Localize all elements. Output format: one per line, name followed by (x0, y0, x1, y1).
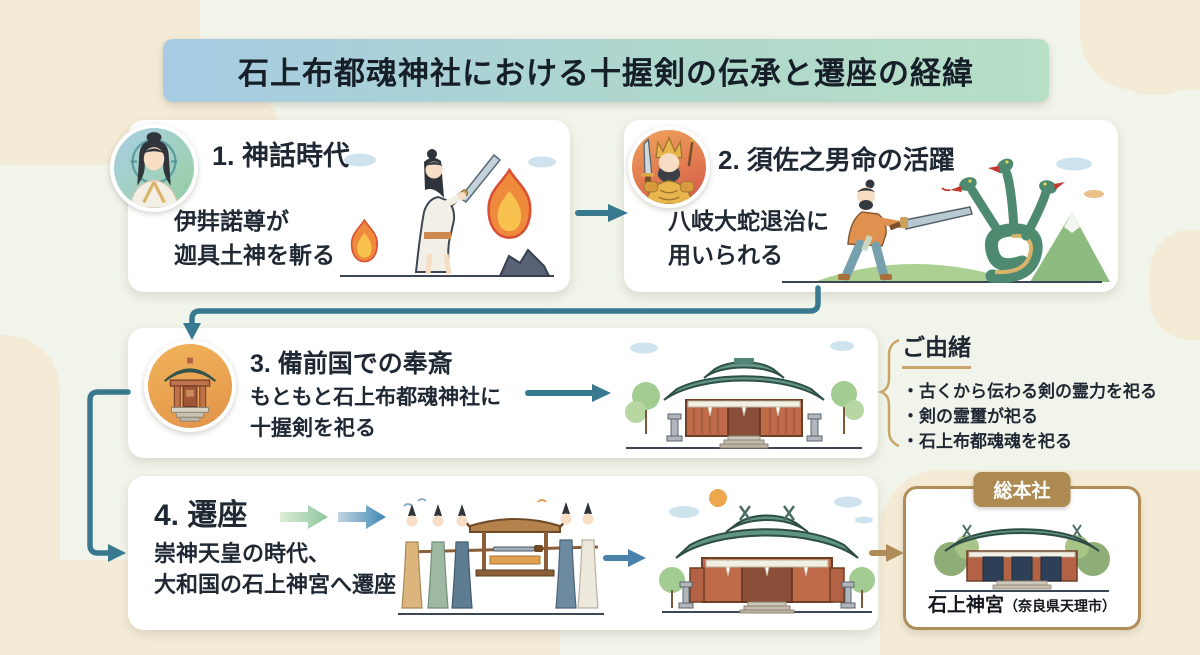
yuisho-brace (877, 338, 900, 448)
step-2-title: 2. 須佐之男命の活躍 (718, 145, 955, 175)
izanagi-sword-illustration (340, 149, 556, 277)
connector-step3-step4 (87, 389, 131, 556)
sohonsha-tag: 総本社 (973, 472, 1071, 507)
step-4-title: 4. 遷座 (154, 499, 248, 532)
step-card-1: 1. 神話時代 伊弉諾尊が 迦具土神を斬る (110, 120, 570, 292)
step-card-3: 3. 備前国での奉斎 もともと石上布都魂神社に 十握剣を祀る (128, 328, 878, 458)
step-3-description: もともと石上布都魂神社に 十握剣を祀る (250, 386, 502, 440)
sohonsha-box: 総本社 石上神宮（奈良県天理市） (903, 472, 1141, 630)
yuisho-bullet: ・石上布都魂魂を祀る (902, 432, 1072, 451)
connector-step2-step3 (189, 285, 821, 328)
sohonsha-shrine-illustration (934, 524, 1110, 592)
step-1-description: 伊弉諾尊が 迦具土神を斬る (174, 208, 335, 268)
step-4-description: 崇神天皇の時代、 大和国の石上神宮へ遷座 (154, 541, 397, 597)
transfer-arrow-green-icon (280, 505, 328, 529)
yuisho-bullet-list: ・古くから伝わる剣の霊力を祀る ・剣の霊璽が祀る ・石上布都魂魂を祀る (902, 379, 1182, 454)
step-3-title: 3. 備前国での奉斎 (250, 350, 453, 378)
susanoo-orochi-illustration (782, 157, 1110, 283)
step-card-4: 4. 遷座 崇神天皇の時代、 大和国の石上神宮へ遷座 (128, 476, 878, 630)
step-2-description: 八岐大蛇退治に 用いられる (668, 208, 829, 268)
title-bar: 石上布都魂神社における十握剣の伝承と遷座の経緯 (163, 39, 1049, 102)
yuisho-title: ご由緒 (902, 328, 971, 369)
bizen-shrine-illustration (625, 341, 864, 449)
warrior-icon (628, 126, 710, 208)
background-blob (1150, 230, 1200, 340)
shrine-icon (144, 340, 236, 432)
yuisho-note: ご由緒 ・古くから伝わる剣の霊力を祀る ・剣の霊璽が祀る ・石上布都魂魂を祀る (902, 328, 1182, 454)
background-blob (1125, 55, 1185, 95)
sohonsha-caption: 石上神宮（奈良県天理市） (906, 590, 1138, 617)
yuisho-bullet: ・古くから伝わる剣の霊力を祀る (902, 382, 1157, 401)
yuisho-bullet: ・剣の霊璽が祀る (902, 407, 1038, 426)
sohonsha-name: 石上神宮 (927, 595, 1004, 616)
sohonsha-location: （奈良県天理市） (1004, 598, 1116, 614)
transfer-arrows-icon (280, 505, 386, 529)
page-title: 石上布都魂神社における十握剣の伝承と遷座の経緯 (238, 56, 974, 91)
step-1-title: 1. 神話時代 (212, 141, 351, 171)
isonokami-shrine-illustration (659, 489, 875, 614)
step-card-2: 2. 須佐之男命の活躍 八岐大蛇退治に 用いられる (624, 120, 1118, 292)
deity-icon (110, 124, 198, 212)
procession-illustration (398, 498, 604, 615)
transfer-arrow-blue-icon (338, 505, 386, 529)
